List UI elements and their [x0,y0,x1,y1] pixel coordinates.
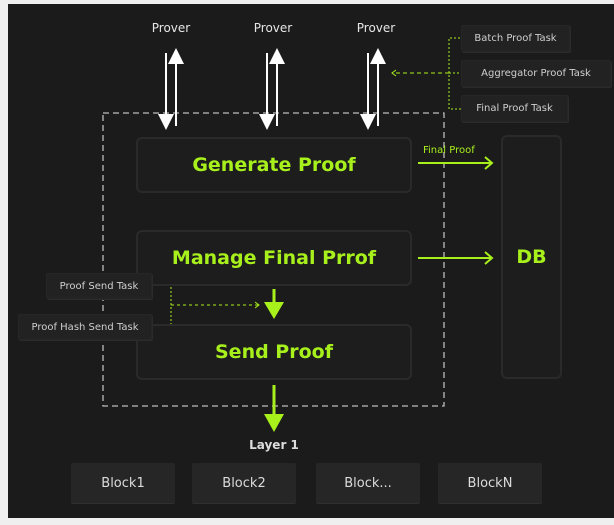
batch-proof-task[interactable]: Batch Proof Task [461,25,570,52]
final-proof-task[interactable]: Final Proof Task [461,95,568,122]
flow-down-arrows [264,289,284,432]
proof-send-task[interactable]: Proof Send Task [46,273,152,299]
block-1[interactable]: Block1 [71,463,175,503]
final-proof-label: Final Proof [423,145,475,156]
send-proof-box[interactable]: Send Proof [136,324,412,380]
task-bracket-left [153,284,260,327]
to-db-arrows [418,156,494,265]
task-bracket-top [391,37,464,110]
aggregator-proof-task[interactable]: Aggregator Proof Task [461,60,611,87]
prover-label-1: Prover [151,21,191,35]
prover-arrows [158,48,386,130]
proof-hash-send-task[interactable]: Proof Hash Send Task [18,314,152,340]
prover-label-3: Prover [356,21,396,35]
generate-proof-box[interactable]: Generate Proof [136,137,412,193]
db-box[interactable]: DB [501,135,562,379]
layer-1-label: Layer 1 [249,438,299,452]
block-2[interactable]: Block2 [192,463,296,503]
manage-final-proof-box[interactable]: Manage Final Prrof [136,230,412,286]
block-ellipsis[interactable]: Block... [316,463,420,503]
block-n[interactable]: BlockN [438,463,542,503]
prover-label-2: Prover [253,21,293,35]
